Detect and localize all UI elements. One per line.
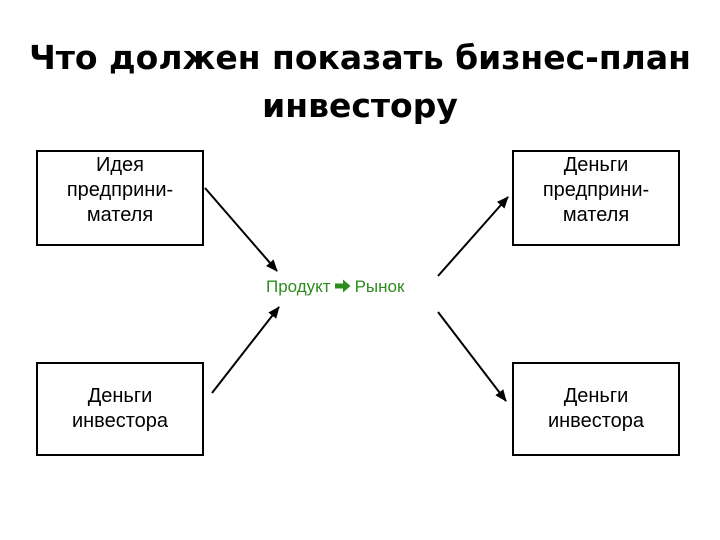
box-line: инвестора	[547, 410, 645, 432]
arrow-idea-to-product	[204, 187, 278, 272]
bold-right-arrow-icon	[334, 277, 351, 299]
box-line: предприни-	[66, 179, 174, 201]
box-line: предприни-	[542, 179, 650, 201]
investor-money-box-left: Деньги инвестора	[36, 362, 204, 456]
box-line: инвестора	[71, 410, 169, 432]
arrow-market-to-entrepreneur-money	[437, 196, 509, 277]
market-label: Рынок	[354, 277, 405, 296]
title-line-1: Что должен показать бизнес-план	[29, 38, 691, 77]
arrow-market-to-investor-money	[437, 311, 507, 402]
product-label: Продукт	[266, 277, 331, 296]
entrepreneur-idea-box: Идея предприни- мателя	[36, 150, 204, 246]
title-line-2: инвестору	[262, 86, 458, 125]
entrepreneur-money-box: Деньги предприни- мателя	[512, 150, 680, 246]
box-line: Деньги	[563, 385, 629, 407]
slide-title: Что должен показать бизнес-план инвестор…	[0, 34, 720, 130]
box-line: мателя	[86, 204, 154, 226]
box-line: Идея	[96, 154, 144, 176]
box-line: мателя	[562, 204, 630, 226]
investor-money-box-right: Деньги инвестора	[512, 362, 680, 456]
product-market-label: Продукт Рынок	[266, 276, 404, 298]
box-line: Деньги	[87, 385, 153, 407]
arrow-investor-to-product	[211, 306, 280, 394]
box-line: Деньги	[563, 154, 629, 176]
